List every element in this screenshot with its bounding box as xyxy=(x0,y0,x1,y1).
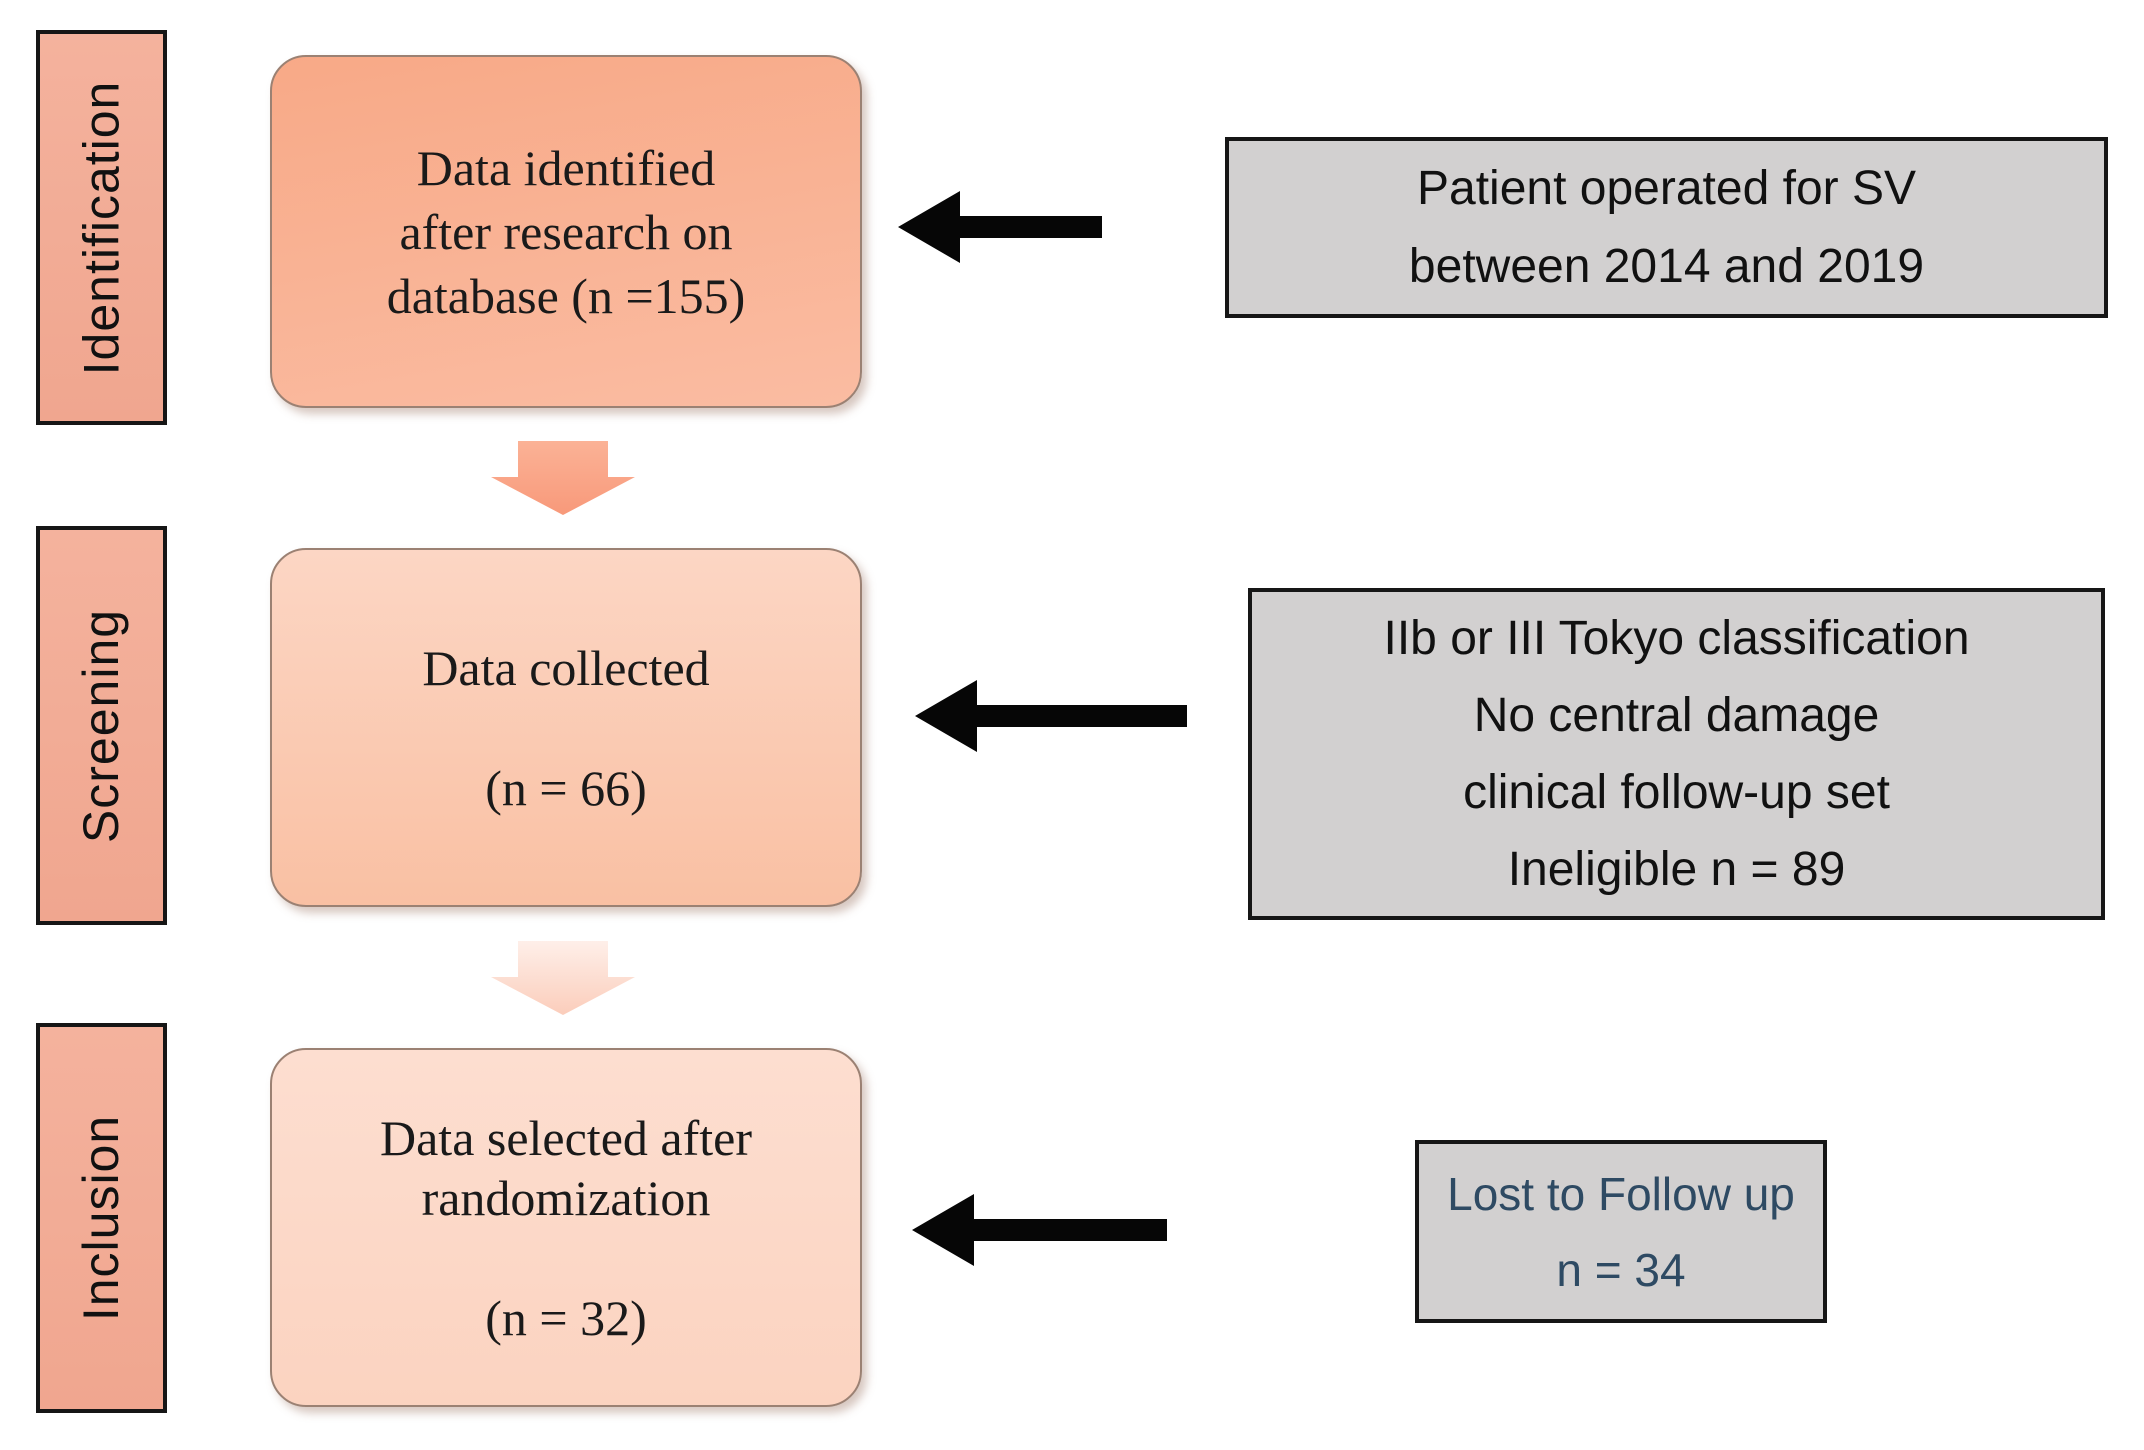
flow-box-line: after research on xyxy=(399,203,733,260)
note-box-line: No central damage xyxy=(1473,689,1880,742)
note-box-line: Lost to Follow up xyxy=(1447,1167,1795,1220)
flow-box-data-identified: Data identified after research on databa… xyxy=(270,55,862,408)
note-box-line: n = 34 xyxy=(1556,1243,1686,1296)
stage-label-text: Identification xyxy=(73,80,130,375)
note-box-line: clinical follow-up set xyxy=(1463,766,1890,819)
stage-label-inclusion: Inclusion xyxy=(36,1023,167,1413)
arrow-left-icon xyxy=(898,191,1102,263)
flow-box-data-selected: Data selected after randomization (n = 3… xyxy=(270,1048,862,1407)
stage-label-text: Inclusion xyxy=(73,1114,130,1322)
flow-box-line: Data selected after xyxy=(380,1109,752,1166)
note-box-line: between 2014 and 2019 xyxy=(1408,239,1925,293)
flow-box-line: (n = 32) xyxy=(485,1289,647,1346)
flow-box-line: randomization xyxy=(421,1169,711,1226)
stage-label-screening: Screening xyxy=(36,526,167,925)
stage-label-identification: Identification xyxy=(36,30,167,425)
note-box-line: Patient operated for SV xyxy=(1417,161,1916,215)
flow-box-line: Data collected xyxy=(422,639,710,696)
arrow-left-icon xyxy=(915,680,1187,752)
arrow-down-icon xyxy=(491,441,635,515)
note-box-line: Ineligible n = 89 xyxy=(1507,843,1846,896)
note-box-lost-to-followup: Lost to Follow up n = 34 xyxy=(1415,1140,1827,1323)
flow-box-line: (n = 66) xyxy=(485,759,647,816)
note-box-line: IIb or III Tokyo classification xyxy=(1383,612,1970,665)
note-box-patients-operated: Patient operated for SV between 2014 and… xyxy=(1225,137,2108,318)
stage-label-text: Screening xyxy=(73,608,130,843)
arrow-down-icon xyxy=(491,941,635,1015)
arrow-left-icon xyxy=(912,1194,1167,1266)
flow-box-line: Data identified xyxy=(416,139,716,196)
flow-box-line: database (n =155) xyxy=(386,267,746,324)
flow-box-data-collected: Data collected (n = 66) xyxy=(270,548,862,907)
note-box-screening-criteria: IIb or III Tokyo classification No centr… xyxy=(1248,588,2105,920)
